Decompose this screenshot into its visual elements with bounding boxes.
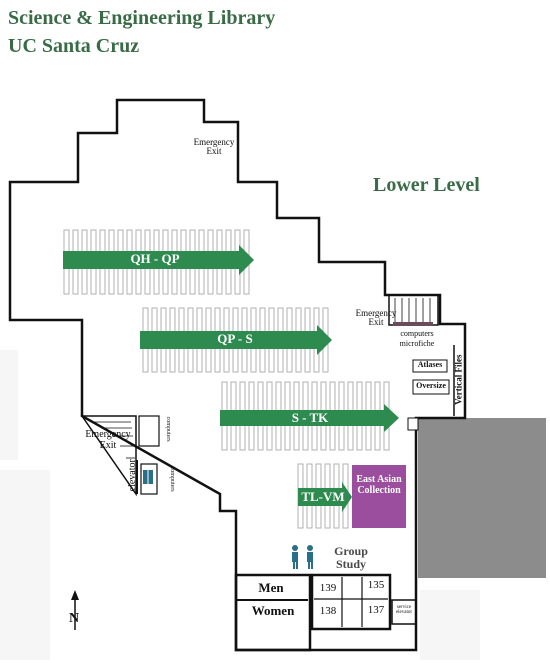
group-study-rooms xyxy=(310,573,392,631)
room-137: 137 xyxy=(367,604,385,616)
room-139: 139 xyxy=(319,582,337,594)
men-restroom-label: Men xyxy=(258,580,284,595)
restroom-icon xyxy=(292,545,313,569)
building-outline xyxy=(8,98,467,652)
arrow-qh-qp xyxy=(63,245,254,275)
computers-station-top xyxy=(138,415,160,447)
stack-range-s-tk: S - TK xyxy=(291,410,329,425)
stairs-left xyxy=(80,415,137,497)
annex-building xyxy=(418,418,546,578)
service-elevator-label: service elevator xyxy=(395,605,413,616)
emergency-exit-left-label: Emergency Exit xyxy=(85,429,131,451)
arrow-tl-vm xyxy=(298,482,352,512)
restrooms-block xyxy=(234,573,312,652)
atlases-shelf xyxy=(412,359,448,373)
atlases-label: Atlases xyxy=(417,360,443,369)
emergency-exit-top-label: Emergency Exit xyxy=(193,137,235,157)
east-asian-collection-area xyxy=(352,465,406,528)
background-shape xyxy=(420,590,480,660)
computers-label-right: computers xyxy=(400,329,434,338)
computers-label-left-bottom: computers xyxy=(169,466,176,492)
library-name: Science & Engineering Library xyxy=(8,7,276,29)
computers-label-left-top: computers xyxy=(165,416,172,442)
stack-range-qh-qp: QH - QP xyxy=(130,251,180,266)
group-study-label: Group Study xyxy=(334,544,368,571)
service-elevator-shaft xyxy=(391,599,417,625)
background-shape xyxy=(0,350,18,460)
floor-level-label: Lower Level xyxy=(373,174,480,196)
room-138: 138 xyxy=(319,605,337,617)
elevator-shaft xyxy=(140,463,158,495)
north-arrow-icon xyxy=(71,590,79,630)
east-asian-collection-label: East Asian Collection xyxy=(356,474,402,496)
compass-north-label: N xyxy=(68,611,80,626)
oversize-label: Oversize xyxy=(416,381,446,390)
elevator-icon xyxy=(143,470,153,484)
microfiche-label: microfiche xyxy=(399,339,435,348)
women-restroom-label: Women xyxy=(251,603,295,618)
wall xyxy=(136,460,138,494)
arrow-qp-s xyxy=(140,325,332,355)
door xyxy=(407,417,419,431)
background-shape xyxy=(0,470,50,660)
arrow-s-tk xyxy=(220,404,399,432)
elevator-label: elevator xyxy=(126,459,138,492)
room-135: 135 xyxy=(367,579,385,591)
stack-range-tl-vm: TL-VM xyxy=(301,489,345,504)
stack-range-qp-s: QP - S xyxy=(217,331,253,346)
emergency-exit-right-label: Emergency Exit xyxy=(355,308,397,328)
campus-name: UC Santa Cruz xyxy=(8,35,140,57)
vertical-files-label: Vertical Files xyxy=(453,354,464,405)
oversize-shelf xyxy=(412,379,450,395)
computer-desk xyxy=(393,322,433,326)
